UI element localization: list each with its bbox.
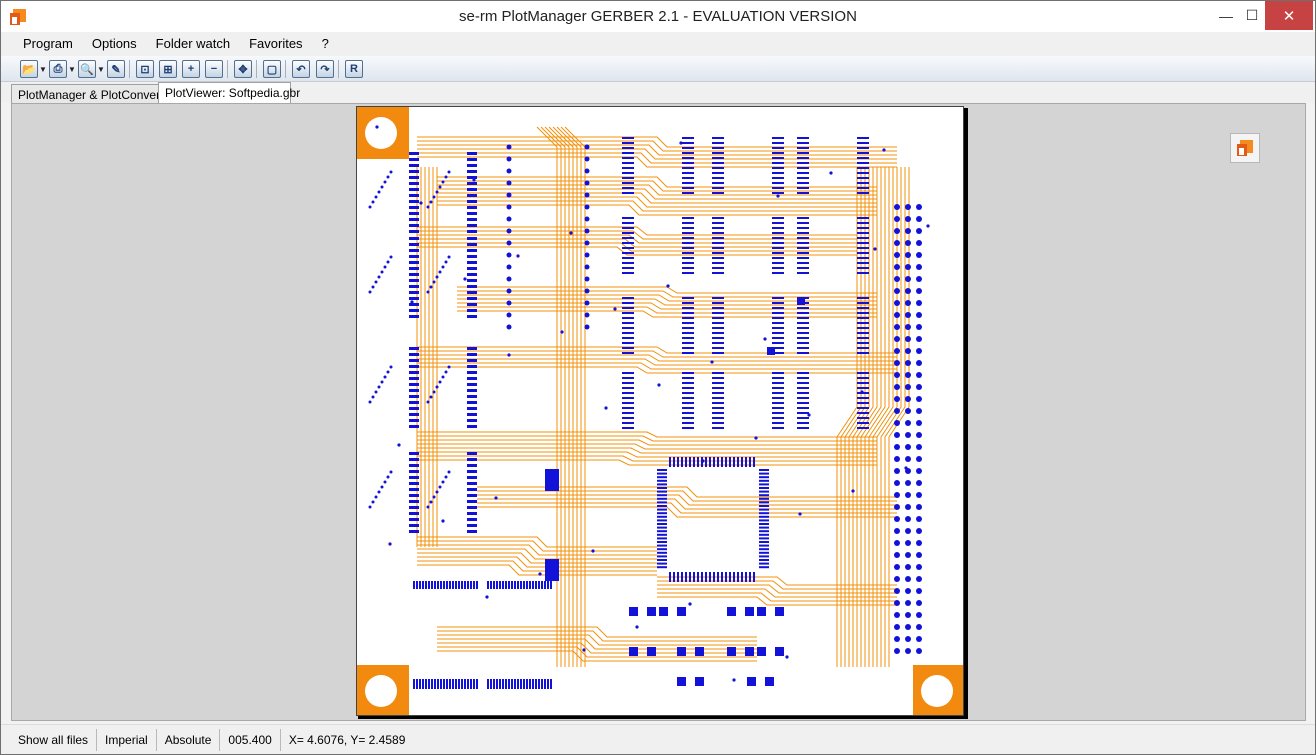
menu-program[interactable]: Program (23, 36, 73, 51)
show-all-files-button[interactable]: Show all files (1, 728, 98, 751)
printer-icon: ⎙ (49, 60, 67, 78)
close-button[interactable]: ✕ (1265, 1, 1313, 30)
chevron-down-icon[interactable]: ▼ (97, 64, 105, 74)
menu-help[interactable]: ? (321, 36, 329, 51)
tab-bar: PlotManager & PlotConverter PlotViewer: … (1, 82, 1315, 104)
chevron-down-icon[interactable]: ▼ (68, 64, 76, 74)
zoom-out-button[interactable]: − (205, 59, 223, 79)
toolbar-separator (256, 60, 257, 78)
menu-favorites[interactable]: Favorites (249, 36, 303, 51)
toolbar-separator (129, 60, 130, 78)
zoom-in-icon: + (182, 60, 200, 78)
toolbar: 📂 ▼ ⎙ ▼ 🔍 ▼ ✎ ⊡ ⊞ + − ✥ (1, 56, 1315, 82)
rotate-left-button[interactable]: ↶ (292, 59, 310, 79)
print-button[interactable]: ⎙ ▼ (49, 59, 76, 79)
toolbar-separator (285, 60, 286, 78)
zoom-out-icon: − (205, 60, 223, 78)
gerber-plot (357, 107, 963, 715)
menu-options[interactable]: Options (91, 36, 137, 51)
edit-button[interactable]: ✎ (107, 59, 125, 79)
title-bar: se-rm PlotManager GERBER 2.1 - EVALUATIO… (1, 1, 1315, 32)
overview-button[interactable] (1230, 133, 1260, 163)
chevron-down-icon[interactable]: ▼ (39, 64, 47, 74)
layer-icon: R (345, 60, 363, 78)
plot-viewer-canvas[interactable] (11, 103, 1306, 721)
value-readout: 005.400 (220, 728, 281, 751)
zoom-fit-button[interactable]: ⊡ (136, 59, 154, 79)
tab-plotmanager[interactable]: PlotManager & PlotConverter (11, 84, 174, 104)
open-folder-button[interactable]: 📂 ▼ (20, 59, 47, 79)
coordinate-mode-indicator[interactable]: Absolute (157, 728, 221, 751)
tab-plotviewer[interactable]: PlotViewer: Softpedia.gbr (158, 82, 300, 104)
app-logo-icon (1237, 140, 1253, 156)
cursor-coordinates: X= 4.6076, Y= 2.4589 (288, 732, 406, 747)
toolbar-separator (227, 60, 228, 78)
app-logo-icon[interactable] (9, 8, 27, 26)
zoom-window-icon: ⊞ (159, 60, 177, 78)
rotate-left-icon: ↶ (292, 60, 310, 78)
menu-bar: Program Options Folder watch Favorites ? (1, 32, 1315, 56)
close-icon: ✕ (1282, 7, 1296, 25)
rotate-right-button[interactable]: ↷ (316, 59, 334, 79)
rotate-right-icon: ↷ (316, 60, 334, 78)
minimize-button[interactable]: — (1212, 1, 1240, 30)
status-bar: Show all files Imperial Absolute 005.400… (1, 724, 1315, 754)
minimize-icon: — (1219, 7, 1233, 24)
maximize-button[interactable]: ☐ (1238, 1, 1266, 30)
window-title: se-rm PlotManager GERBER 2.1 - EVALUATIO… (459, 8, 857, 25)
search-icon: 🔍 (78, 60, 96, 78)
toolbar-separator (338, 60, 339, 78)
layer-button[interactable]: R (345, 59, 363, 79)
pan-icon: ✥ (234, 60, 252, 78)
units-indicator[interactable]: Imperial (97, 728, 157, 751)
folder-icon: 📂 (20, 60, 38, 78)
pan-button[interactable]: ✥ (234, 59, 252, 79)
zoom-fit-icon: ⊡ (136, 60, 154, 78)
maximize-icon: ☐ (1245, 7, 1259, 23)
page-icon: ▢ (263, 60, 281, 78)
pcb-board[interactable] (356, 106, 964, 716)
zoom-in-button[interactable]: + (182, 59, 200, 79)
page-button[interactable]: ▢ (263, 59, 281, 79)
zoom-window-button[interactable]: ⊞ (159, 59, 177, 79)
menu-folder-watch[interactable]: Folder watch (155, 36, 231, 51)
pencil-icon: ✎ (107, 60, 125, 78)
search-button[interactable]: 🔍 ▼ (78, 59, 105, 79)
